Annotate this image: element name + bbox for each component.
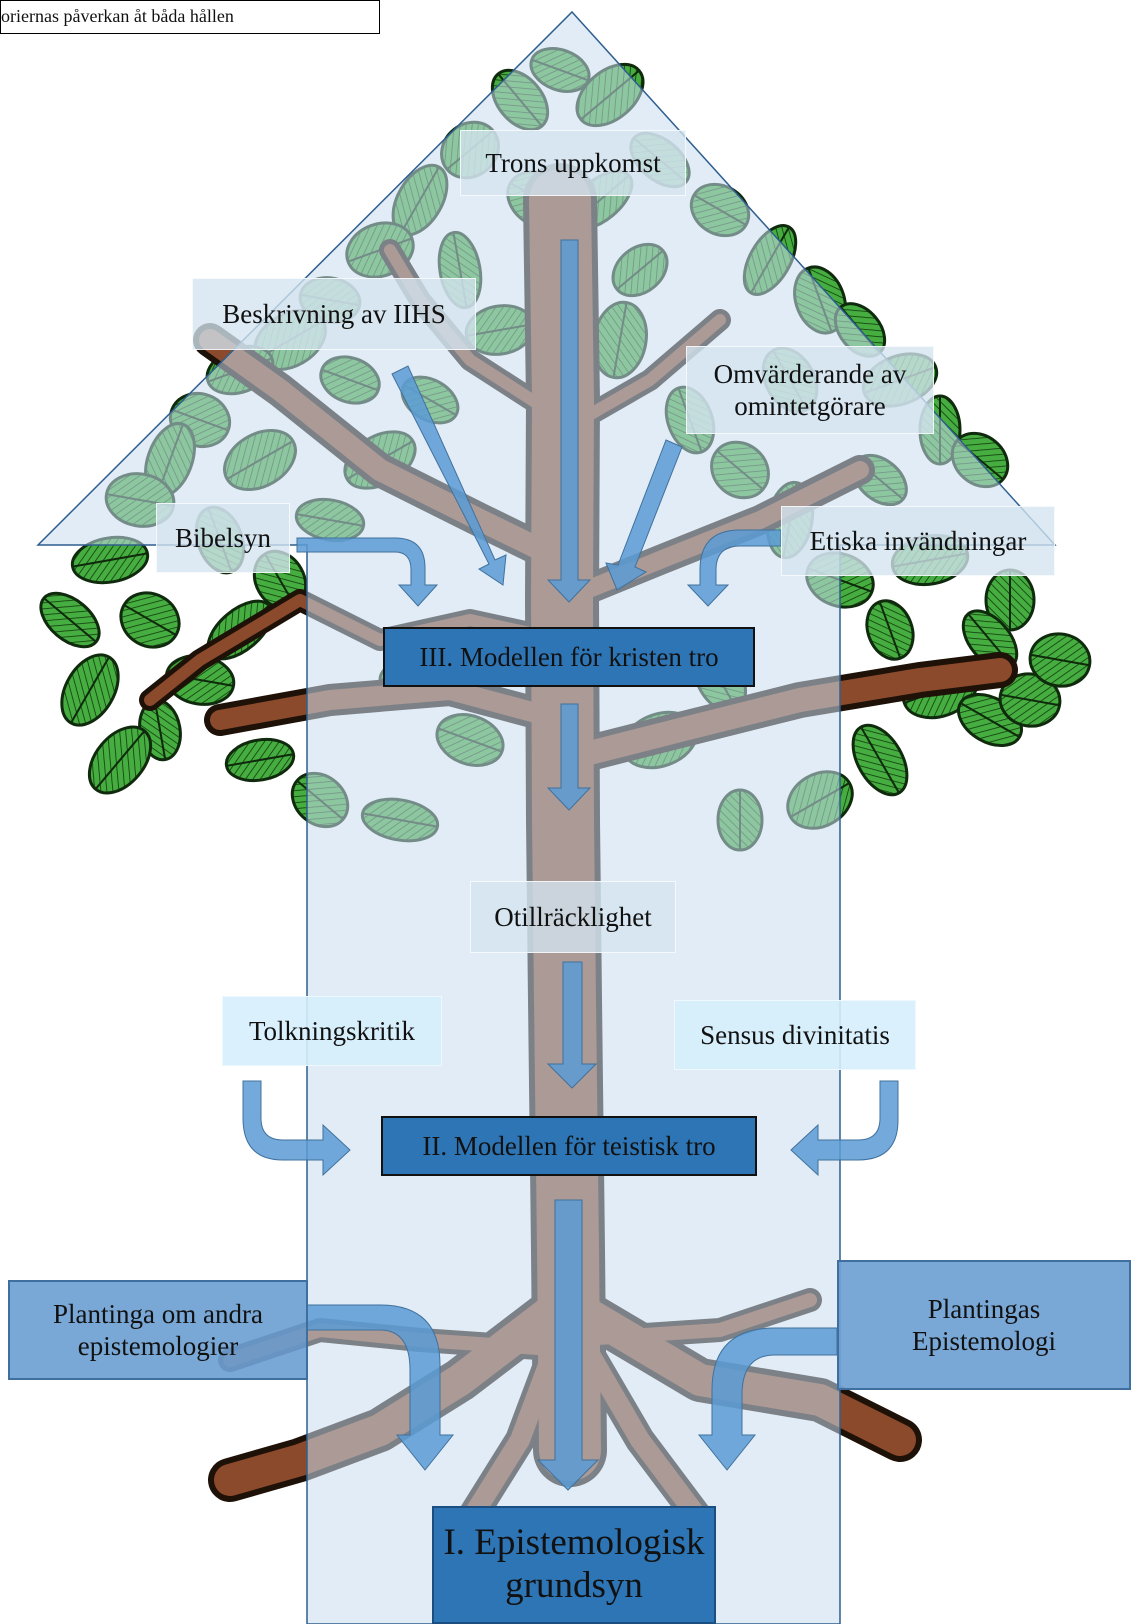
label-tolkningskritik-text: Tolkningskritik	[248, 1015, 416, 1046]
label-plantinga-andra-line1: Plantinga om andra	[53, 1298, 263, 1329]
model-teistisk-tro: II. Modellen för teistisk tro	[381, 1116, 757, 1176]
leaf-vein	[860, 726, 900, 794]
label-bibelsyn: Bibelsyn	[156, 503, 290, 573]
leaf-vein	[94, 730, 146, 790]
leaf-vein	[123, 604, 177, 636]
arrow-omvarderande-diag	[605, 439, 683, 591]
label-omvarderande-line1: Omvärderande av	[713, 358, 907, 389]
arrow-kristen-down	[546, 703, 592, 811]
label-etiska: Etiska invändningar	[781, 506, 1055, 576]
leaf-vein	[72, 552, 148, 568]
label-plantingas-epist-line1: Plantingas	[927, 1293, 1041, 1324]
arrow-beskrivning-diag	[391, 365, 507, 586]
label-plantingas-epist-line2: Epistemologi	[912, 1326, 1056, 1356]
leaf-vein	[226, 753, 294, 767]
leaf-vein	[1000, 693, 1060, 707]
leaf-vein	[960, 702, 1020, 738]
label-otillracklighet-text: Otillräcklighet	[494, 901, 652, 932]
leaf-vein	[70, 656, 110, 724]
label-plantinga-andra-line2: epistemologier	[77, 1331, 239, 1361]
arrow-tolkning-bent	[242, 1080, 351, 1177]
arrow-teistisk-down	[536, 1199, 600, 1491]
model-epistemologisk-line1: I. Epistemologisk	[443, 1522, 705, 1564]
label-plantinga-andra: Plantinga om andra epistemologier	[8, 1280, 308, 1380]
leaf-vein	[153, 700, 167, 760]
label-bibelsyn-text: Bibelsyn	[174, 522, 271, 553]
label-tolkningskritik: Tolkningskritik	[222, 996, 442, 1066]
note-text: eoriernas påverkan åt båda hållen	[0, 6, 234, 27]
arrow-trons-down	[546, 239, 592, 603]
leaf-vein	[1030, 653, 1090, 667]
arrow-sensus-bent	[790, 1080, 899, 1177]
flow-arrows	[242, 239, 899, 1491]
label-trons-uppkomst: Trons uppkomst	[460, 130, 686, 196]
arrow-otill-down	[546, 961, 598, 1089]
label-beskrivning-text: Beskrivning av IIHS	[222, 298, 446, 329]
model-teistisk-tro-text: II. Modellen för teistisk tro	[422, 1130, 716, 1161]
label-etiska-text: Etiska invändningar	[809, 525, 1027, 556]
label-omvarderande-line2: omintetgörare	[734, 391, 886, 421]
leaf-vein	[878, 601, 902, 659]
arrow-etiska-bent	[686, 529, 782, 607]
label-beskrivning: Beskrivning av IIHS	[192, 278, 476, 350]
arrow-plantingas-epist-bent	[697, 1327, 838, 1471]
model-kristen-tro: III. Modellen för kristen tro	[383, 627, 755, 687]
note-box: eoriernas påverkan åt båda hållen	[0, 0, 380, 34]
label-plantingas-epistemologi: Plantingas Epistemologi	[837, 1260, 1131, 1390]
model-epistemologisk-line2: grundsyn	[505, 1565, 643, 1606]
arrow-bibelsyn-bent	[296, 537, 439, 607]
leaf-vein	[43, 597, 97, 643]
label-trons-uppkomst-text: Trons uppkomst	[485, 147, 661, 178]
model-kristen-tro-text: III. Modellen för kristen tro	[419, 641, 719, 672]
label-otillracklighet: Otillräcklighet	[470, 881, 676, 953]
label-sensus-text: Sensus divinitatis	[700, 1019, 890, 1050]
model-epistemologisk-grundsyn: I. Epistemologisk grundsyn	[432, 1506, 716, 1624]
label-omvarderande: Omvärderande av omintetgörare	[686, 346, 934, 434]
arrow-plantinga-andra-bent	[306, 1304, 455, 1471]
label-sensus-divinitatis: Sensus divinitatis	[674, 1000, 916, 1070]
